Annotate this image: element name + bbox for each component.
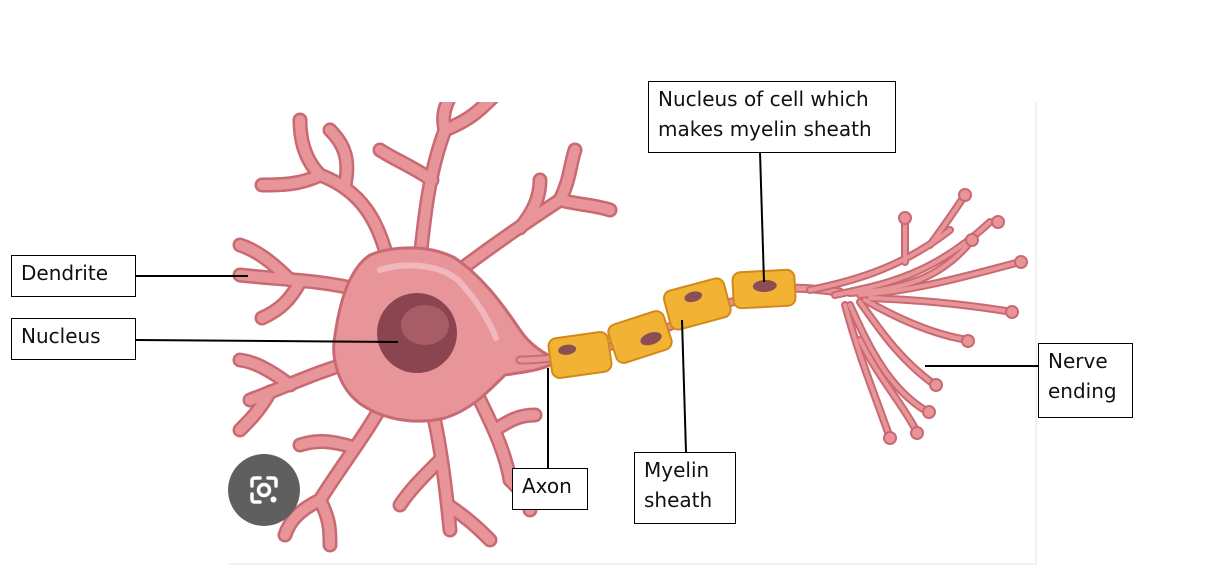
terminal-bulb <box>961 334 975 348</box>
label-dendrite: Dendrite <box>11 255 136 297</box>
myelin-segment <box>662 277 732 331</box>
nerve-ending-branches <box>806 188 1028 445</box>
myelin-segment <box>607 310 673 364</box>
terminal-bulb <box>1014 255 1028 269</box>
cell-nucleus-highlight <box>401 305 449 345</box>
label-schwann-nucleus: Nucleus of cell which makes myelin sheat… <box>648 81 896 153</box>
myelin-sheath <box>547 268 797 379</box>
terminal-bulb <box>910 426 924 440</box>
lens-icon <box>250 476 278 504</box>
schwann-nucleus-leader-line <box>759 151 765 283</box>
cell-body-highlight <box>377 262 499 341</box>
terminal-bulb <box>883 431 897 445</box>
terminal-bulb <box>991 215 1005 229</box>
label-myelin-sheath: Myelin sheath <box>634 452 736 524</box>
myelin-sheath-leader-line <box>681 319 687 453</box>
terminal-bulb <box>922 405 936 419</box>
nucleus-leader-line <box>135 339 399 343</box>
terminal-bulb <box>958 188 972 202</box>
terminal-bulb <box>929 378 943 392</box>
myelin-segment <box>547 331 613 379</box>
myelin-segment <box>731 268 797 310</box>
leader-lines <box>135 151 1038 470</box>
label-axon: Axon <box>512 468 588 510</box>
image-search-button[interactable] <box>228 454 300 526</box>
terminal-bulb <box>1005 305 1019 319</box>
terminal-bulb <box>965 233 979 247</box>
terminal-bulb <box>898 211 912 225</box>
label-nucleus: Nucleus <box>11 318 136 360</box>
label-nerve-ending: Nerve ending <box>1038 343 1133 418</box>
